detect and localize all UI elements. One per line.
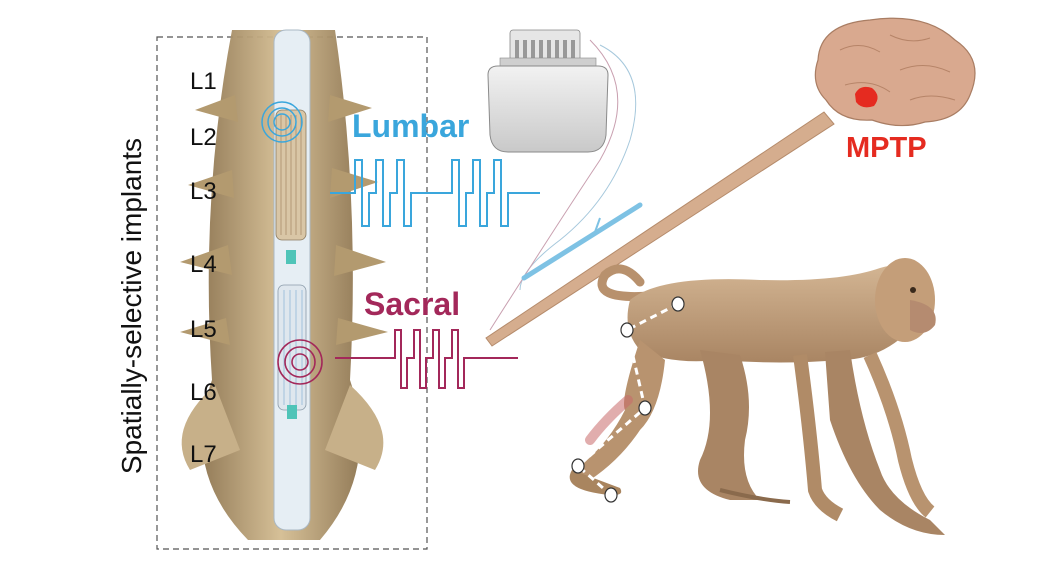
vertebra-label-l4: L4 [190, 251, 217, 278]
lead-extension [521, 202, 643, 281]
lumbar-lead [519, 44, 637, 291]
sacral-label: Sacral [364, 286, 461, 322]
lumbar-stim-rings [261, 101, 303, 143]
corticospinal-tract [485, 111, 835, 347]
lumbar-label: Lumbar [352, 108, 470, 144]
side-title: Spatially-selective implants [116, 137, 147, 475]
vertebra-label-l5: L5 [190, 316, 217, 343]
vertebra-label-l1: L1 [190, 68, 217, 95]
vertebra-label-l7: L7 [190, 441, 217, 468]
vertebra-label-l6: L6 [190, 379, 217, 406]
sacral-lead [489, 39, 619, 331]
mptp-label: MPTP [846, 132, 927, 164]
mptp-lesion [855, 86, 878, 108]
vertebra-label-l2: L2 [190, 124, 217, 151]
kinematic-markers [571, 296, 685, 503]
pulse-generator [487, 29, 609, 153]
lumbar-waveform [330, 159, 540, 227]
monkey-illustration [569, 258, 945, 535]
sacral-waveform [335, 329, 518, 389]
spine-illustration [180, 29, 388, 540]
brain [814, 17, 976, 127]
sacral-stim-rings [277, 339, 323, 385]
vertebra-label-l3: L3 [190, 178, 217, 205]
